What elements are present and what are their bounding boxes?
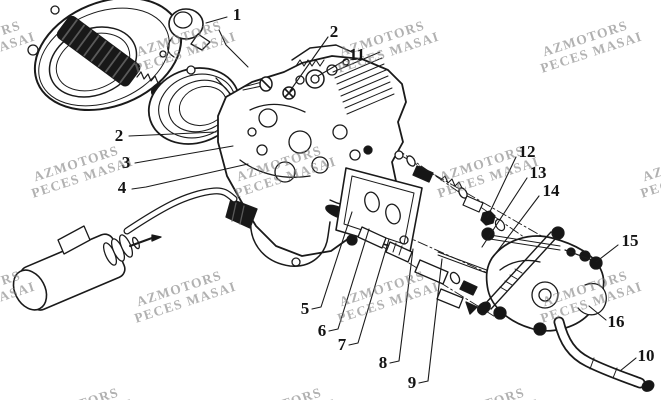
leader-lines [128, 16, 637, 384]
callout-4: 4 [117, 178, 127, 197]
callout-15: 15 [621, 231, 639, 250]
callout-14: 14 [542, 181, 560, 200]
callout-6: 6 [317, 321, 327, 340]
float-chamber [335, 167, 423, 253]
choke-solenoid [12, 225, 162, 311]
fuel-hose [553, 316, 655, 392]
callout-2-top: 2 [329, 22, 339, 41]
callout-2-left: 2 [114, 126, 124, 145]
callout-9: 9 [407, 373, 417, 392]
callout-16: 16 [607, 312, 625, 331]
callout-13: 13 [529, 163, 547, 182]
jet-and-needle-parts [357, 150, 506, 316]
callout-11: 11 [348, 45, 366, 64]
callout-7: 7 [337, 335, 347, 354]
vent-cap-part1 [159, 8, 211, 58]
callout-1: 1 [232, 5, 242, 24]
callout-3: 3 [121, 153, 131, 172]
throttle-linkage [242, 44, 353, 100]
callout-8: 8 [378, 353, 388, 372]
pump-assembly [477, 226, 607, 336]
callout-5: 5 [300, 299, 310, 318]
callout-12: 12 [518, 142, 536, 161]
vacuum-tube [123, 187, 238, 235]
callout-10: 10 [637, 346, 655, 365]
